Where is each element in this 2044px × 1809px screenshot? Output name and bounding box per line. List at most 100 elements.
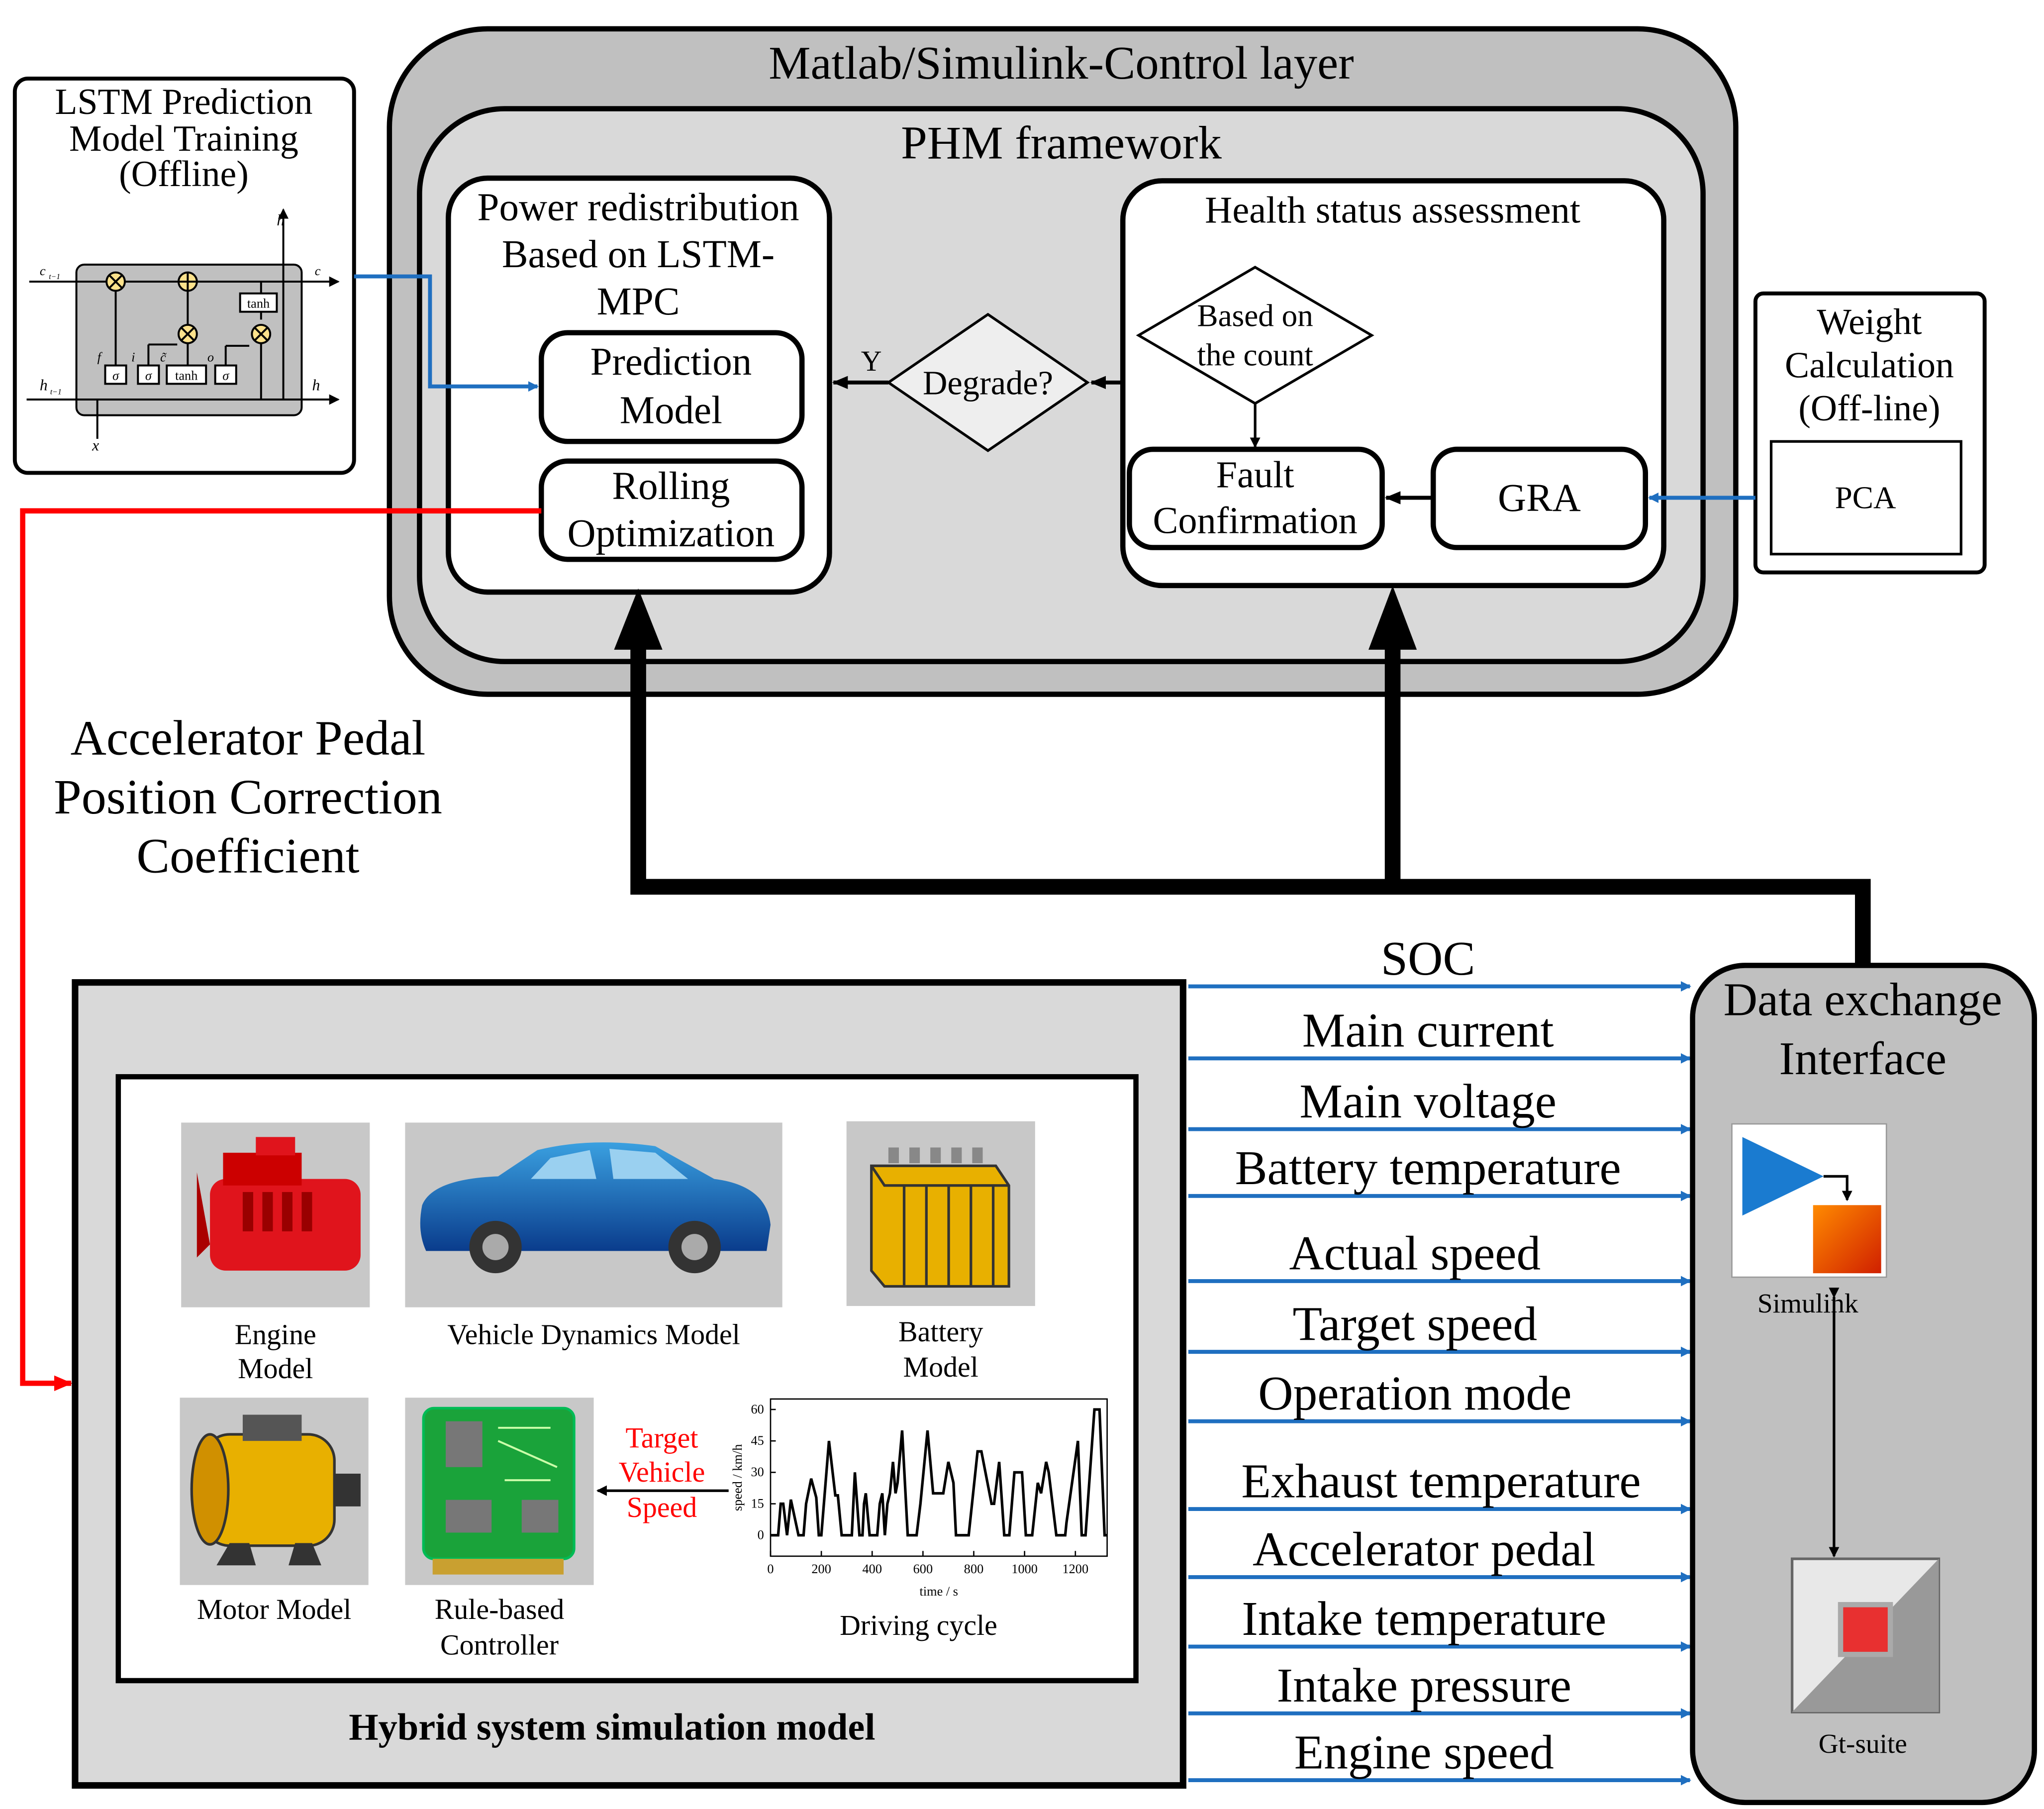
- forget-gate-label: f: [97, 350, 103, 365]
- signal-label: Actual speed: [1289, 1226, 1541, 1280]
- weight-line-2: Calculation: [1785, 344, 1954, 385]
- x-tick-label: 800: [964, 1562, 983, 1576]
- target-label-3: Speed: [627, 1491, 697, 1523]
- prediction-model-box: [538, 330, 805, 444]
- controller-label-2: Controller: [440, 1628, 559, 1661]
- pca-label: PCA: [1835, 481, 1896, 515]
- x-tick-label: 600: [913, 1562, 933, 1576]
- rolling-line-2: Optimization: [568, 512, 775, 555]
- degrade-decision: Degrade? Y: [832, 312, 1123, 452]
- y-axis-label: speed / km/h: [730, 1444, 745, 1511]
- signal-label: Target speed: [1292, 1297, 1537, 1351]
- lstm-training-box: LSTM Prediction Model Training (Offline)…: [12, 77, 539, 475]
- prediction-model-line-1: Prediction: [590, 340, 752, 384]
- data-exchange-interface: Data exchange Interface Simulink Gt-suit…: [1690, 963, 2037, 1806]
- tanh-label: tanh: [175, 369, 197, 383]
- gra-label: GRA: [1498, 477, 1581, 520]
- gt-suite-label: Gt-suite: [1819, 1728, 1907, 1759]
- signal-label: SOC: [1381, 932, 1475, 986]
- accelerator-line-2: Position Correction: [54, 769, 442, 824]
- signal-label: Accelerator pedal: [1253, 1522, 1596, 1576]
- h-top-label: h: [277, 211, 285, 229]
- vehicle-label: Vehicle Dynamics Model: [447, 1318, 740, 1350]
- health-title: Health status assessment: [1205, 189, 1580, 231]
- y-tick-label: 60: [751, 1402, 764, 1416]
- hybrid-title: Hybrid system simulation model: [349, 1706, 875, 1748]
- signal-label: Operation mode: [1258, 1367, 1571, 1420]
- signal-label: Intake pressure: [1277, 1659, 1571, 1712]
- fault-line-1: Fault: [1216, 453, 1294, 496]
- interface-line-1: Data exchange: [1724, 973, 2002, 1025]
- simulink-icon: [1731, 1123, 1887, 1278]
- lstm-to-prediction-arrow: [354, 274, 539, 392]
- power-line-2: Based on LSTM-: [502, 233, 775, 276]
- signal-label: Main voltage: [1299, 1075, 1557, 1128]
- count-line-2: the count: [1197, 338, 1313, 373]
- y-tick-label: 0: [758, 1528, 764, 1542]
- output-gate-label: o: [207, 350, 214, 365]
- battery-label-2: Model: [903, 1351, 978, 1383]
- controller-image: [405, 1398, 594, 1585]
- accelerator-line-1: Accelerator Pedal: [71, 710, 426, 766]
- control-layer: Matlab/Simulink-Control layer PHM framew…: [387, 26, 1739, 697]
- signal-label: Exhaust temperature: [1241, 1454, 1641, 1508]
- target-label-2: Vehicle: [619, 1456, 705, 1488]
- fault-line-2: Confirmation: [1153, 500, 1357, 542]
- x-tick-label: 400: [863, 1562, 882, 1576]
- hybrid-simulation-box: Hybrid system simulation model Engine Mo…: [72, 979, 1186, 1789]
- weight-line-1: Weight: [1817, 301, 1922, 342]
- lstm-cell-diagram: [26, 208, 340, 439]
- sigma-label: σ: [145, 369, 152, 383]
- vehicle-image: [405, 1122, 782, 1307]
- x-tick-label: 1200: [1062, 1562, 1088, 1576]
- x-input-label: x: [92, 437, 99, 454]
- count-line-1: Based on: [1197, 299, 1313, 333]
- battery-label-1: Battery: [898, 1315, 983, 1348]
- degrade-label: Degrade?: [923, 364, 1053, 402]
- signal-label: Engine speed: [1294, 1725, 1554, 1779]
- fault-confirmation-box: [1127, 446, 1385, 550]
- pca-box: [1769, 440, 1962, 556]
- simulink-label: Simulink: [1757, 1288, 1858, 1318]
- prediction-model-line-2: Model: [620, 389, 722, 432]
- signal-label: Battery temperature: [1235, 1141, 1621, 1195]
- power-line-1: Power redistribution: [478, 186, 799, 229]
- rolling-line-1: Rolling: [612, 465, 730, 508]
- c-prev-subscript: t−1: [49, 273, 60, 281]
- motor-label: Motor Model: [197, 1593, 351, 1625]
- y-tick-label: 45: [751, 1433, 764, 1448]
- weight-line-3: (Off-line): [1798, 388, 1940, 428]
- signal-label: Main current: [1302, 1004, 1554, 1058]
- x-tick-label: 1000: [1011, 1562, 1038, 1576]
- x-tick-label: 0: [767, 1562, 774, 1576]
- gt-suite-icon: [1790, 1557, 1941, 1713]
- signal-label: Intake temperature: [1242, 1592, 1606, 1646]
- driving-cycle-label: Driving cycle: [840, 1609, 997, 1641]
- y-tick-label: 30: [751, 1465, 764, 1479]
- accelerator-line-3: Coefficient: [136, 828, 359, 883]
- engine-image: [181, 1122, 370, 1307]
- lstm-line-3: (Offline): [119, 153, 249, 194]
- interface-line-2: Interface: [1779, 1032, 1947, 1085]
- target-label-1: Target: [625, 1421, 698, 1454]
- x-tick-label: 200: [811, 1562, 831, 1576]
- lstm-line-2: Model Training: [69, 118, 298, 159]
- candidate-label: c̃: [160, 350, 167, 365]
- control-layer-title: Matlab/Simulink-Control layer: [769, 37, 1354, 89]
- feedback-bus: [614, 586, 1871, 966]
- battery-image: [846, 1121, 1035, 1306]
- x-axis-label: time / s: [920, 1584, 958, 1599]
- lstm-cell-labels: tanh tanh σ σ σ c t−1 h t−1 c h h x f i …: [40, 211, 321, 454]
- degrade-yes-label: Y: [861, 345, 882, 377]
- tanh-label: tanh: [247, 297, 270, 311]
- sigma-label: σ: [222, 369, 229, 383]
- phm-title: PHM framework: [901, 117, 1222, 169]
- lstm-line-1: LSTM Prediction: [55, 81, 312, 122]
- c-out-label: c: [315, 264, 321, 278]
- engine-label-1: Engine: [235, 1318, 316, 1350]
- weight-calculation-box: Weight Calculation (Off-line) PCA: [1648, 291, 1987, 575]
- h-out-label: h: [312, 377, 320, 394]
